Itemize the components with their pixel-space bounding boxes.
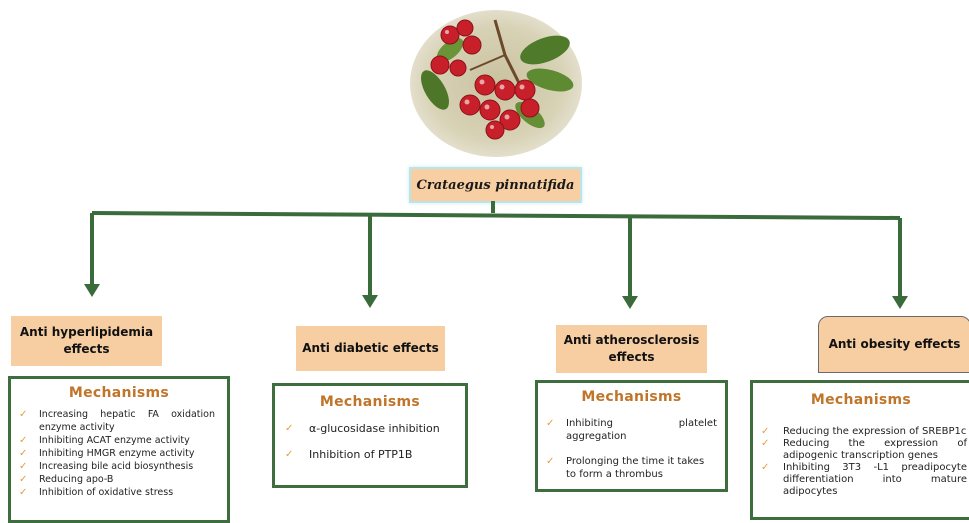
- arrow-head-4: [892, 296, 908, 309]
- check-icon: ✓: [761, 426, 770, 437]
- check-icon: ✓: [761, 438, 770, 449]
- check-icon: ✓: [19, 448, 28, 459]
- mechanisms-box-obesity: Mechanisms ✓Reducing the expression of S…: [750, 380, 969, 520]
- mechanisms-list: ✓Increasing hepatic FA oxidation enzyme …: [11, 408, 227, 499]
- mechanism-item: ✓Reducing the expression of SREBP1c: [761, 426, 967, 437]
- mechanism-item: ✓Inhibiting HMGR enzyme activity: [19, 448, 195, 459]
- check-icon: ✓: [761, 462, 770, 473]
- mechanism-item: ✓Inhibiting platelet aggregation: [546, 418, 717, 442]
- check-icon: ✓: [19, 435, 28, 446]
- mechanism-item: ✓Inhibiting ACAT enzyme activity: [19, 435, 190, 446]
- effect-box-atherosclerosis: Anti atherosclerosis effects: [556, 325, 707, 373]
- effect-title-line: Anti diabetic effects: [302, 341, 439, 355]
- hawthorn-berries-icon: [421, 19, 574, 140]
- mechanism-item: ✓α-glucosidase inhibition: [285, 422, 440, 435]
- effect-title-line: Anti atherosclerosis: [563, 333, 700, 347]
- effect-title-line: effects: [63, 342, 110, 356]
- horizontal-line: [91, 211, 901, 220]
- effect-box-obesity: Anti obesity effects: [818, 316, 969, 373]
- mechanisms-box-hyperlipidemia: Mechanisms ✓Increasing hepatic FA oxidat…: [8, 376, 230, 523]
- mechanism-item: ✓Increasing hepatic FA oxidation enzyme …: [19, 409, 215, 433]
- check-icon: ✓: [546, 456, 555, 467]
- check-icon: ✓: [19, 409, 28, 420]
- mechanisms-box-diabetic: Mechanisms ✓α-glucosidase inhibition ✓In…: [272, 383, 468, 488]
- mechanism-item: ✓Inhibiting 3T3 -L1 preadipocyte differe…: [761, 462, 967, 497]
- hawthorn-photo: [410, 10, 582, 157]
- arrow-head-2: [362, 295, 378, 308]
- effect-title-line: Anti hyperlipidemia: [19, 325, 154, 339]
- mechanisms-list: ✓Inhibiting platelet aggregation ✓Prolon…: [538, 417, 725, 481]
- effect-box-hyperlipidemia: Anti hyperlipidemia effects: [11, 316, 162, 366]
- arrow-head-1: [84, 284, 100, 297]
- mechanisms-title: Mechanisms: [810, 392, 912, 408]
- mechanism-item: ✓Increasing bile acid biosynthesis: [19, 461, 194, 472]
- check-icon: ✓: [19, 474, 28, 485]
- mechanisms-title: Mechanisms: [581, 389, 682, 405]
- mechanisms-list: ✓α-glucosidase inhibition ✓Inhibition of…: [275, 422, 465, 462]
- mechanism-item: ✓Inhibition of PTP1B: [285, 448, 413, 461]
- mechanisms-box-atherosclerosis: Mechanisms ✓Inhibiting platelet aggregat…: [535, 380, 728, 492]
- effect-title-line: effects: [608, 350, 655, 364]
- mechanisms-title: Mechanisms: [319, 394, 421, 410]
- check-icon: ✓: [19, 461, 28, 472]
- check-icon: ✓: [546, 418, 555, 429]
- check-icon: ✓: [285, 449, 294, 460]
- check-icon: ✓: [19, 487, 28, 498]
- effect-box-diabetic: Anti diabetic effects: [296, 326, 445, 371]
- mechanism-item: ✓Inhibition of oxidative stress: [19, 487, 174, 498]
- mechanism-item: ✓Reducing the expression of adipogenic t…: [761, 438, 967, 461]
- mechanism-item: ✓Prolonging the time it takes to form a …: [546, 456, 705, 480]
- mechanism-item: ✓Reducing apo-B: [19, 474, 114, 485]
- mechanisms-title: Mechanisms: [68, 385, 170, 401]
- root-title: Crataegus pinnatifida: [409, 167, 582, 203]
- effect-title-line: Anti obesity effects: [828, 337, 961, 351]
- arrow-head-3: [622, 296, 638, 309]
- mechanisms-list: ✓Reducing the expression of SREBP1c ✓Red…: [753, 426, 969, 498]
- check-icon: ✓: [285, 423, 294, 434]
